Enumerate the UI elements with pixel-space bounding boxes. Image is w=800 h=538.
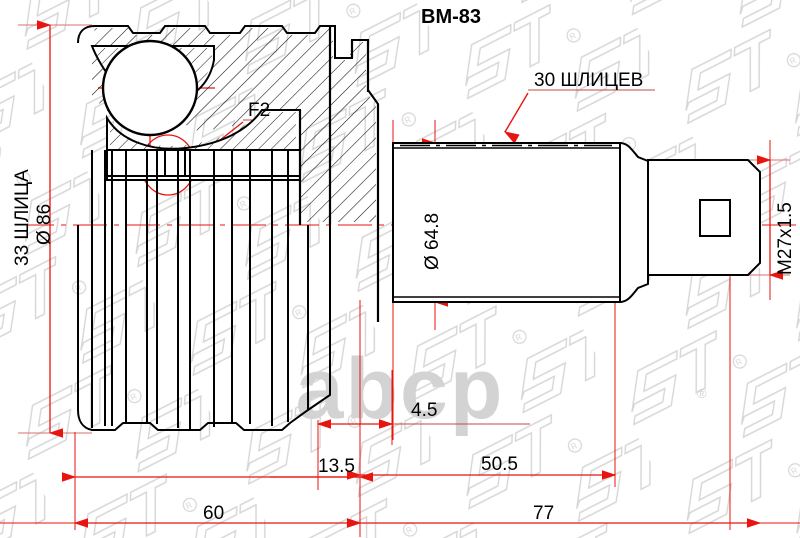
inner-spline-lines (91, 149, 301, 225)
dim-label-diameter-648: Ø 64.8 (422, 212, 443, 270)
dim-label-77: 77 (533, 503, 555, 524)
dim-label-135: 13.5 (318, 456, 355, 477)
dim-label-505: 50.5 (481, 454, 518, 475)
dim-label-diameter-86: Ø 86 (34, 203, 55, 245)
callout-detail-f2: F2 (248, 100, 271, 121)
dim-label-60: 60 (203, 503, 225, 524)
bearing-ball (101, 39, 199, 137)
dim-label-thread: M27x1.5 (775, 202, 796, 275)
watermark-center-registered: ® (697, 386, 707, 401)
dim-label-groove-45: 4.5 (411, 400, 438, 421)
shaft-spline-top-lines (393, 147, 620, 298)
housing-right-edge (298, 26, 380, 322)
callout-outer-splines: 30 ШЛИЦЕВ (534, 70, 644, 91)
drawing-title: BM-83 (421, 6, 482, 28)
cv-joint-lower-body (77, 225, 331, 431)
thread-retaining-groove (699, 199, 731, 237)
shaft-shoulder (619, 141, 649, 304)
dim-label-inner-splines: 33 ШЛИЦА (12, 169, 33, 266)
leader-30-splines (503, 92, 529, 144)
